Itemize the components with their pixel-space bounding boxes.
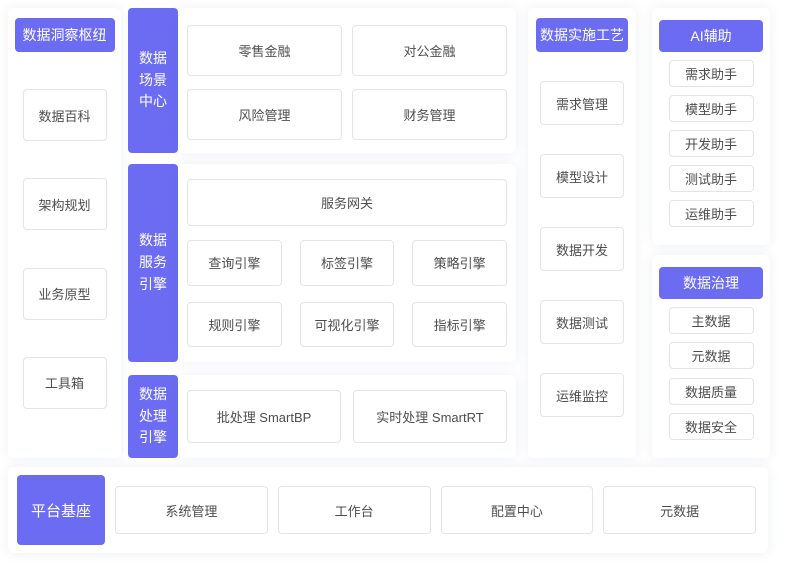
ai-assist-header: AI辅助 [659,20,763,52]
tile-strategy-engine[interactable]: 策略引擎 [412,240,507,286]
tile-ops-assistant[interactable]: 运维助手 [668,200,754,227]
tile-tag-engine[interactable]: 标签引擎 [299,240,395,286]
governance-header: 数据治理 [659,267,763,299]
top-section: 数据洞察枢纽 数据百科 架构规划 业务原型 工具箱 数据场景中心 零售金融 对公… [8,8,792,458]
service-engine-label: 数据服务引擎 [128,164,178,362]
engine-grid: 查询引擎 标签引擎 策略引擎 规则引擎 可视化引擎 指标引擎 [187,240,507,347]
implementation-header: 数据实施工艺 [536,18,628,52]
platform-base-header: 平台基座 [17,475,105,545]
insight-hub-panel: 数据洞察枢纽 数据百科 架构规划 业务原型 工具箱 [8,8,121,458]
tile-query-engine[interactable]: 查询引擎 [187,240,282,286]
tile-master-data[interactable]: 主数据 [668,307,754,335]
service-engine-panel: 服务网关 查询引擎 标签引擎 策略引擎 规则引擎 可视化引擎 指标引擎 [178,164,516,362]
tile-risk-management[interactable]: 风险管理 [187,89,342,140]
tile-realtime-processing[interactable]: 实时处理 SmartRT [353,390,507,443]
tile-test-assistant[interactable]: 测试助手 [668,165,754,192]
ai-assist-panel: AI辅助 需求助手 模型助手 开发助手 测试助手 运维助手 [652,8,770,245]
tile-business-prototype[interactable]: 业务原型 [22,267,107,320]
ai-assist-items: 需求助手 模型助手 开发助手 测试助手 运维助手 [652,52,770,235]
insight-hub-items: 数据百科 架构规划 业务原型 工具箱 [8,52,121,446]
tile-service-gateway[interactable]: 服务网关 [187,179,507,226]
processing-engine-row: 数据处理引擎 批处理 SmartBP 实时处理 SmartRT [128,375,516,458]
tile-requirement-assistant[interactable]: 需求助手 [668,60,754,87]
tile-rule-engine[interactable]: 规则引擎 [187,301,282,347]
tile-retail-finance[interactable]: 零售金融 [187,25,342,76]
tile-workbench[interactable]: 工作台 [277,486,431,534]
tile-data-development[interactable]: 数据开发 [540,227,624,271]
tile-model-design[interactable]: 模型设计 [540,154,624,198]
tile-batch-processing[interactable]: 批处理 SmartBP [187,390,341,443]
tile-data-testing[interactable]: 数据测试 [540,300,624,344]
tile-metric-engine[interactable]: 指标引擎 [412,301,507,347]
tile-requirement-management[interactable]: 需求管理 [540,81,624,125]
tile-config-center[interactable]: 配置中心 [440,486,594,534]
implementation-panel: 数据实施工艺 需求管理 模型设计 数据开发 数据测试 运维监控 [528,8,636,458]
processing-engine-label: 数据处理引擎 [128,375,178,458]
tile-dev-assistant[interactable]: 开发助手 [668,130,754,157]
middle-column: 数据场景中心 零售金融 对公金融 风险管理 财务管理 数据服务引擎 服务网关 查… [128,8,516,458]
tile-corporate-finance[interactable]: 对公金融 [352,25,507,76]
service-engine-row: 数据服务引擎 服务网关 查询引擎 标签引擎 策略引擎 规则引擎 可视化引擎 指标… [128,164,516,362]
tile-data-wiki[interactable]: 数据百科 [22,89,107,142]
implementation-items: 需求管理 模型设计 数据开发 数据测试 运维监控 [528,52,636,446]
scene-center-label: 数据场景中心 [128,8,178,153]
platform-base-panel: 平台基座 系统管理 工作台 配置中心 元数据 [8,467,768,553]
governance-items: 主数据 元数据 数据质量 数据安全 [652,299,770,448]
tile-financial-management[interactable]: 财务管理 [352,89,507,140]
tile-data-quality[interactable]: 数据质量 [668,377,754,405]
tile-architecture-planning[interactable]: 架构规划 [22,178,107,231]
tile-metadata-base[interactable]: 元数据 [603,486,756,534]
tile-system-management[interactable]: 系统管理 [115,486,268,534]
scene-center-panel: 零售金融 对公金融 风险管理 财务管理 [178,8,516,153]
tile-toolbox[interactable]: 工具箱 [22,356,107,409]
right-column: AI辅助 需求助手 模型助手 开发助手 测试助手 运维助手 数据治理 主数据 元… [652,8,770,458]
tile-model-assistant[interactable]: 模型助手 [668,95,754,122]
tile-visualization-engine[interactable]: 可视化引擎 [299,301,395,347]
tile-ops-monitoring[interactable]: 运维监控 [540,373,624,417]
governance-panel: 数据治理 主数据 元数据 数据质量 数据安全 [652,255,770,458]
insight-hub-header: 数据洞察枢纽 [14,18,115,52]
tile-metadata[interactable]: 元数据 [668,342,754,370]
tile-data-security[interactable]: 数据安全 [668,412,754,440]
scene-center-row: 数据场景中心 零售金融 对公金融 风险管理 财务管理 [128,8,516,153]
processing-engine-panel: 批处理 SmartBP 实时处理 SmartRT [178,375,516,458]
